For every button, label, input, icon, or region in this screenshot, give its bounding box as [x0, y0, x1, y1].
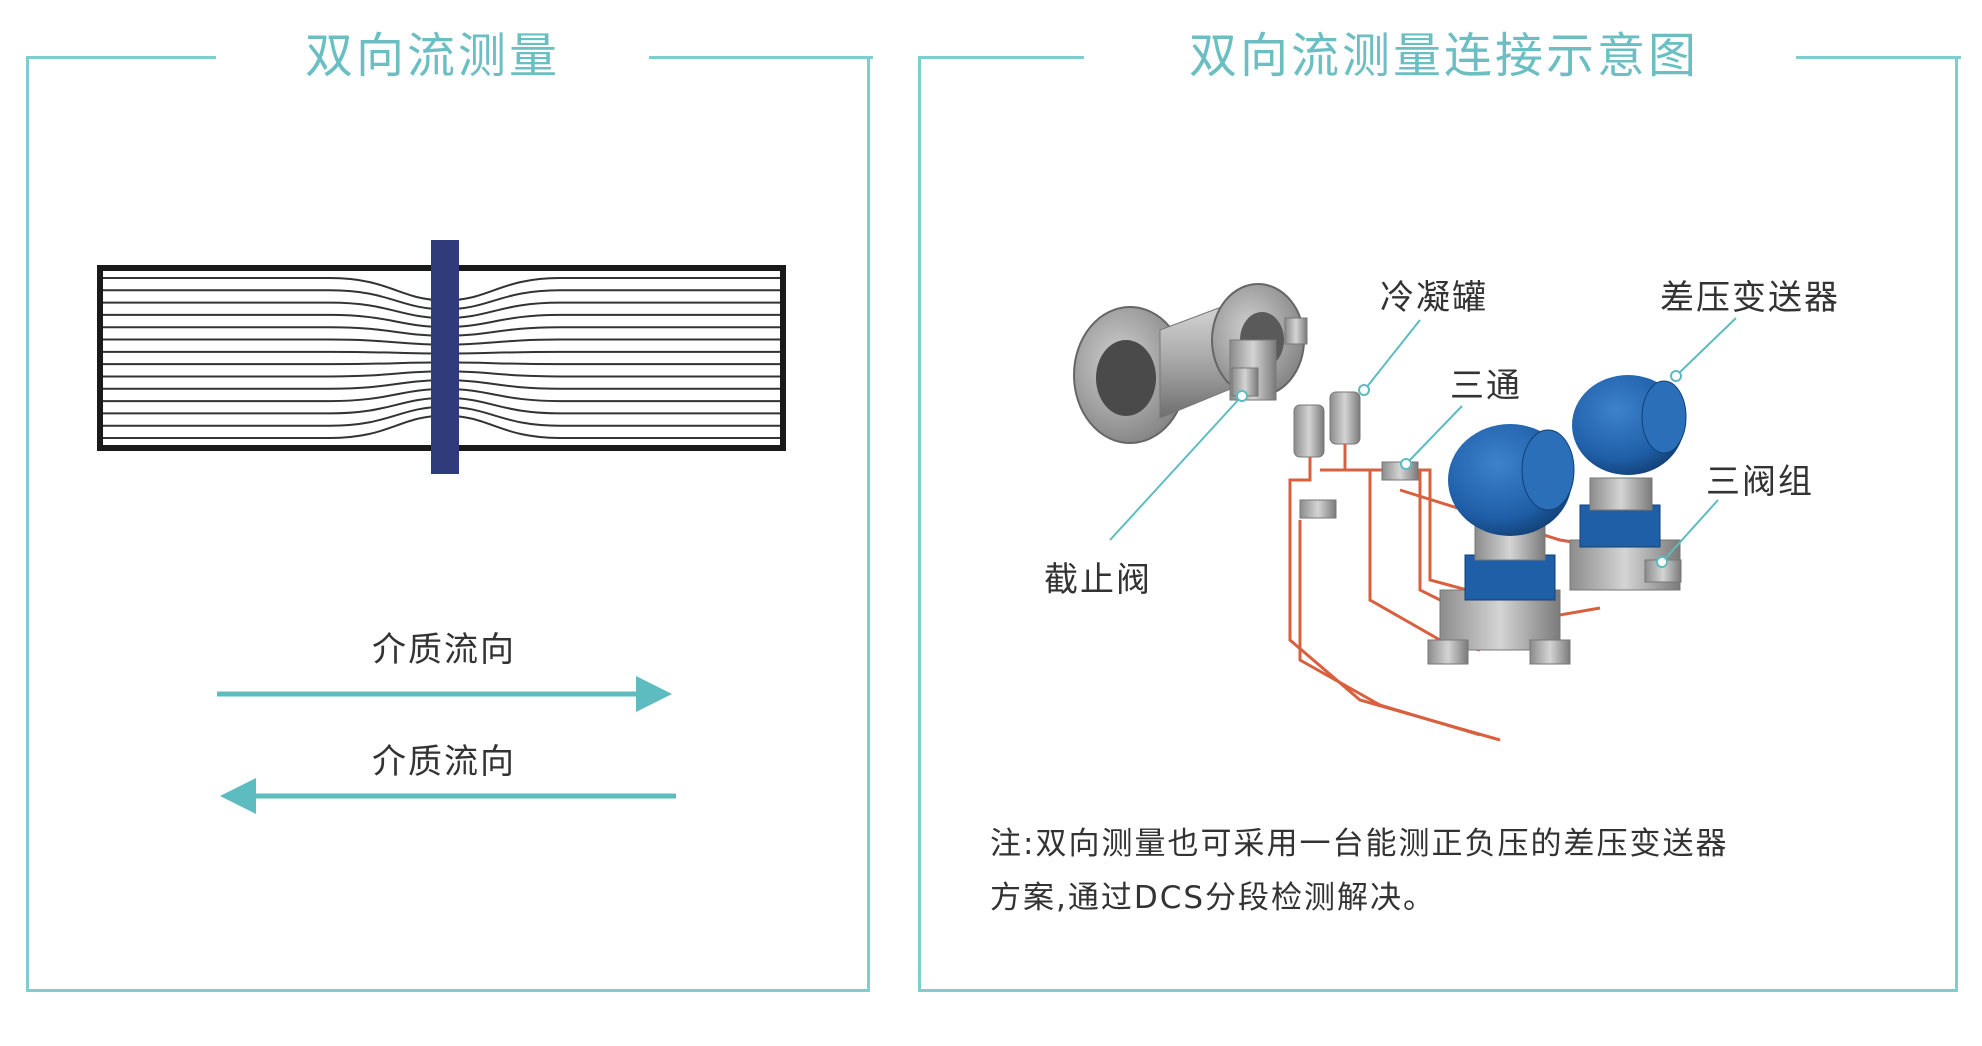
callout-tee: 三通	[1450, 366, 1522, 406]
panel-top-border-right	[1796, 56, 1961, 59]
orifice-plate	[431, 240, 459, 474]
panel-title: 双向流测量	[305, 28, 561, 84]
panel-title: 双向流测量连接示意图	[1189, 28, 1700, 84]
pipe-diagram	[97, 240, 786, 474]
panel-top-border-left	[921, 56, 1084, 59]
flowmeter-body	[1073, 283, 1308, 444]
differential-pressure-transmitter-front	[1427, 424, 1575, 665]
callout-stop-valve: 截止阀	[1044, 560, 1152, 600]
panel-top-border-left	[29, 56, 216, 59]
callout-manifold: 三阀组	[1706, 462, 1814, 502]
reverse-flow-arrow-head	[220, 778, 256, 814]
flow-direction-label-forward: 介质流向	[372, 630, 516, 670]
forward-flow-arrow-head	[636, 676, 672, 712]
bidirectional-flow-panel: 双向流测量	[26, 28, 873, 992]
differential-pressure-transmitter-rear	[1569, 375, 1687, 591]
condenser-pots	[1293, 391, 1361, 458]
note-line-2: 方案,通过DCS分段检测解决。	[990, 880, 1437, 916]
connection-diagram-panel: 双向流测量连接示意图	[918, 28, 1961, 992]
callout-leaders	[1109, 317, 1737, 568]
tee-fitting-lower	[1299, 499, 1337, 519]
flow-direction-arrows	[217, 676, 676, 814]
callout-transmitter: 差压变送器	[1660, 278, 1840, 318]
flow-direction-label-reverse: 介质流向	[372, 742, 516, 782]
panel-top-border-right	[649, 56, 873, 59]
note-line-1: 注:双向测量也可采用一台能测正负压的差压变送器	[990, 826, 1729, 862]
callout-condenser: 冷凝罐	[1380, 278, 1488, 318]
tee-fitting-upper	[1381, 461, 1419, 481]
